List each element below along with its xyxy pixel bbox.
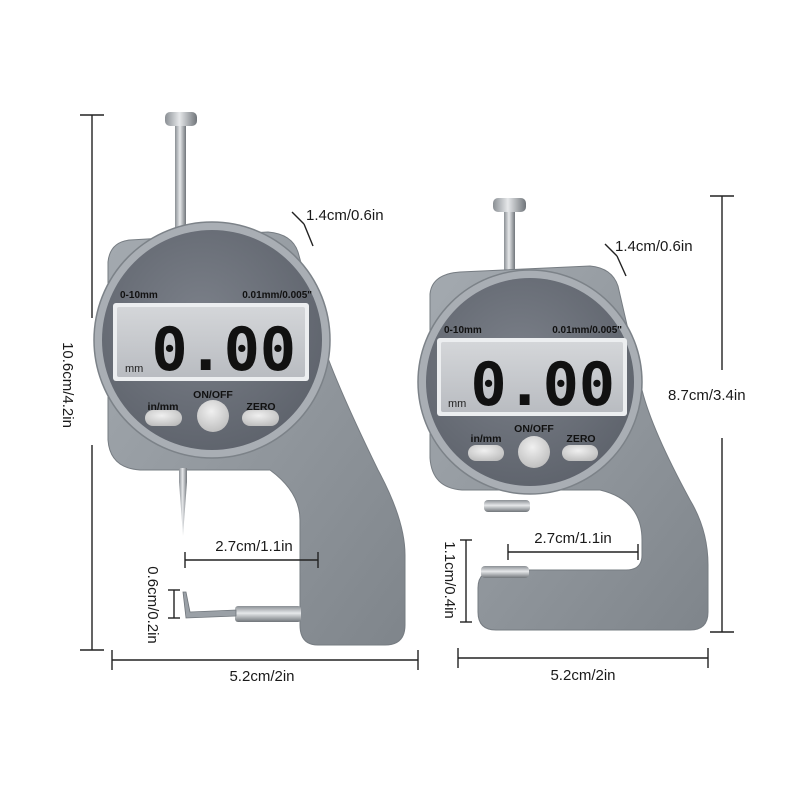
- lcd-unit: mm: [448, 398, 466, 410]
- plunger-cap: [493, 198, 526, 212]
- top-plunger-rod: [504, 205, 515, 275]
- thickness-label: 1.4cm/0.6in: [615, 238, 693, 255]
- lower-anvil-hook: [182, 591, 237, 619]
- lower-anvil: [481, 566, 529, 578]
- throat-label: 2.7cm/1.1in: [534, 530, 612, 547]
- width-label: 5.2cm/2in: [229, 668, 294, 685]
- on-off-button[interactable]: [197, 400, 229, 432]
- needle-collar: [179, 468, 187, 482]
- lcd-reading: 0.00: [471, 350, 616, 420]
- resolution-label: 0.01mm/0.005": [552, 325, 622, 336]
- in-mm-button[interactable]: [145, 410, 182, 426]
- thickness-label: 1.4cm/0.6in: [306, 207, 384, 224]
- needle-probe: [179, 482, 187, 536]
- plunger-cap: [165, 112, 197, 126]
- in-mm-button[interactable]: [468, 445, 504, 461]
- range-label: 0-10mm: [120, 290, 158, 301]
- in-mm-label: in/mm: [471, 433, 502, 445]
- upper-anvil: [484, 500, 530, 512]
- zero-label: ZERO: [566, 433, 595, 445]
- resolution-label: 0.01mm/0.005": [242, 290, 312, 301]
- lcd-screen: [441, 342, 623, 412]
- on-off-label: ON/OFF: [193, 389, 233, 401]
- height-label: 10.6cm/4.2in: [59, 342, 76, 428]
- gauge-left-dimensions: [80, 114, 419, 670]
- on-off-button[interactable]: [518, 436, 550, 468]
- height-label: 8.7cm/3.4in: [668, 387, 746, 404]
- throat-label: 2.7cm/1.1in: [215, 538, 293, 555]
- zero-button[interactable]: [242, 410, 279, 426]
- gauge-right: 0-10mm 0.01mm/0.005" 0.00 mm in/mm ON/OF…: [417, 198, 709, 631]
- lcd-unit: mm: [125, 363, 143, 375]
- gap-label: 0.6cm/0.2in: [144, 566, 161, 644]
- zero-button[interactable]: [562, 445, 598, 461]
- range-label: 0-10mm: [444, 325, 482, 336]
- on-off-label: ON/OFF: [514, 423, 554, 435]
- gauge-right-dimensions: [457, 195, 734, 668]
- width-label: 5.2cm/2in: [550, 667, 615, 684]
- lcd-screen: [117, 307, 305, 377]
- gap-label: 1.1cm/0.4in: [441, 541, 458, 619]
- lower-anvil-rod: [235, 606, 301, 622]
- lcd-reading: 0.00: [152, 315, 297, 385]
- top-plunger-rod: [175, 120, 186, 238]
- gauge-left: 0-10mm 0.01mm/0.005" 0.00 mm in/mm ON/OF…: [93, 112, 406, 646]
